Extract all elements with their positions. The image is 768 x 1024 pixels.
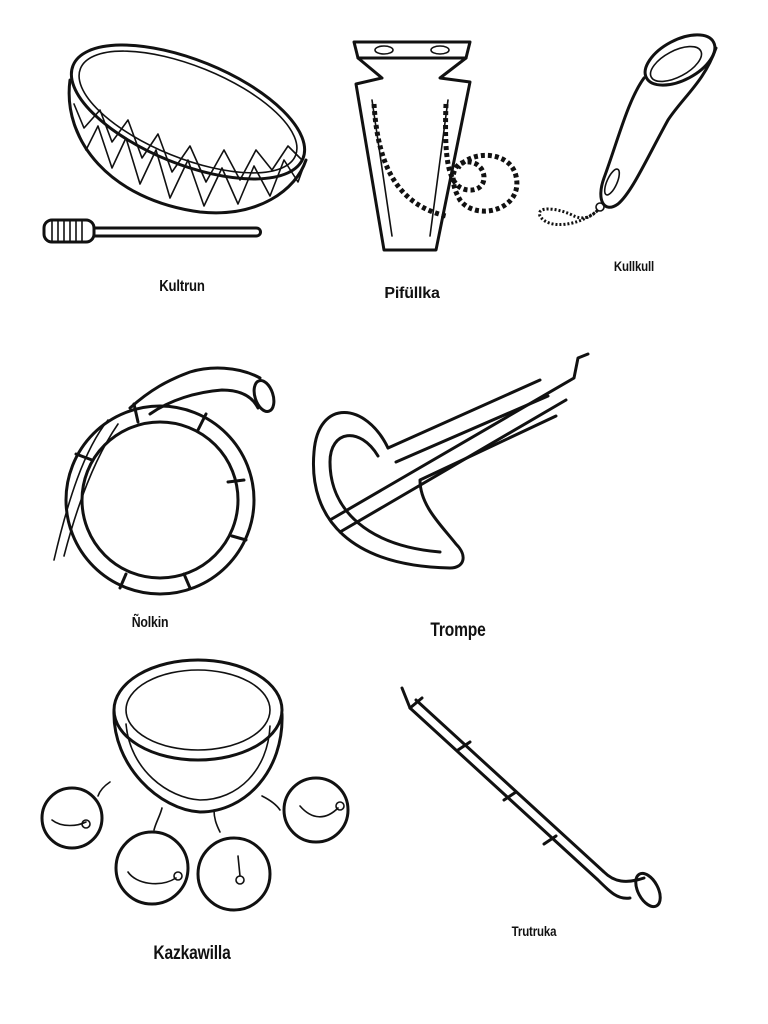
nolkin-label: Ñolkin — [131, 614, 169, 631]
kultrun-label: Kultrun — [159, 278, 205, 295]
kullkull-horn-illustration — [538, 33, 718, 227]
trompe-label: Trompe — [430, 620, 486, 641]
trompe-jaw-harp-illustration — [311, 352, 590, 570]
trutruka-label: Trutruka — [511, 923, 557, 939]
kullkull-label: Kullkull — [613, 258, 655, 274]
kazkawilla-bells-illustration — [40, 658, 350, 912]
pifullka-whistle-illustration — [352, 40, 520, 252]
kazkawilla-label: Kazkawilla — [153, 943, 231, 964]
kultrun-drum-illustration — [42, 43, 308, 244]
nolkin-ring-illustration — [53, 366, 276, 596]
pifullka-label: Pifüllka — [384, 285, 440, 302]
trutruka-horn-illustration — [400, 686, 662, 909]
